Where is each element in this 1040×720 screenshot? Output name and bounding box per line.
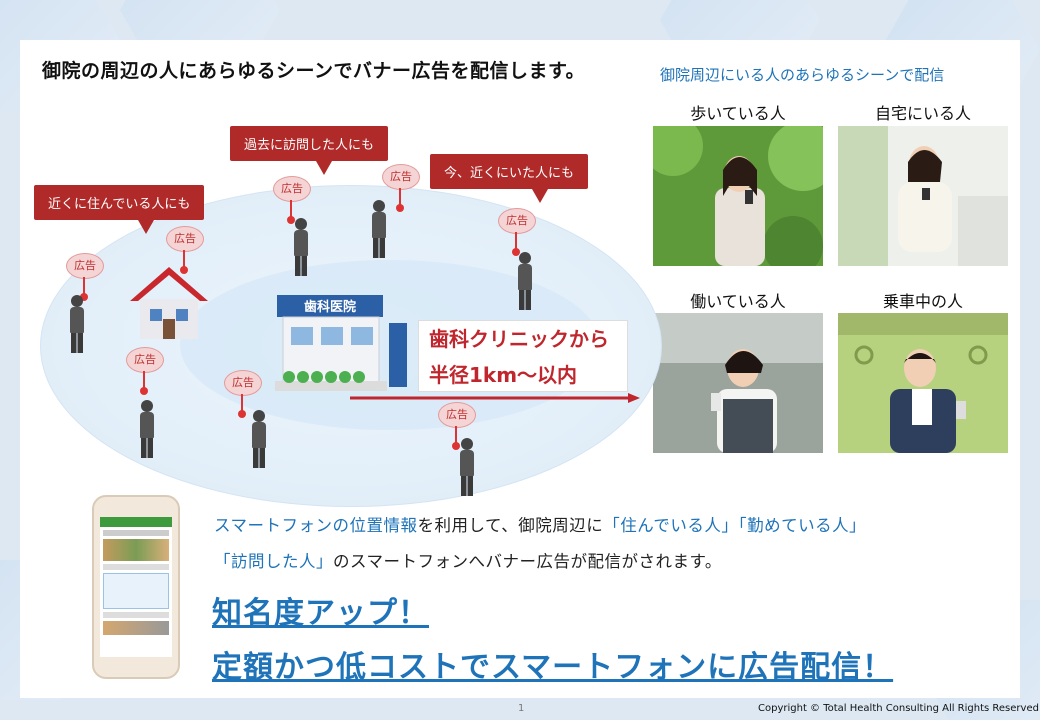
ad-pin: 広告 (273, 176, 313, 224)
smartphone-mockup (92, 495, 180, 679)
description-line-1: スマートフォンの位置情報を利用して、御院周辺に「住んでいる人」「勤めている人」 (214, 516, 867, 535)
person-silhouette (292, 218, 310, 276)
tagline-awareness: 知名度アップ！ (212, 596, 429, 631)
person-silhouette (68, 295, 86, 353)
person-silhouette (516, 252, 534, 310)
ad-pin: 広告 (498, 208, 538, 256)
clinic-building-icon: 歯科医院 (275, 295, 415, 399)
person-silhouette (250, 410, 268, 468)
clinic-sign: 歯科医院 (304, 299, 356, 315)
residents-workers-highlight: 「住んでいる人」「勤めている人」 (603, 516, 867, 535)
callout-nearby-now: 今、近くにいた人にも (430, 154, 589, 203)
visitors-highlight: 「訪問した人」 (214, 552, 333, 571)
headline: 御院の周辺の人にあらゆるシーンでバナー広告を配信します。 (42, 60, 586, 82)
photo-working (653, 313, 823, 453)
ad-pin: 広告 (166, 226, 206, 274)
scene-label-walking: 歩いている人 (690, 104, 786, 123)
scenes-title: 御院周辺にいる人のあらゆるシーンで配信 (660, 66, 945, 84)
ad-pin: 広告 (126, 347, 166, 395)
photo-home (838, 126, 1008, 266)
ad-pin: 広告 (66, 253, 106, 301)
ad-pin: 広告 (224, 370, 264, 418)
radius-arrow (350, 388, 640, 403)
tagline-low-cost: 定額かつ低コストでスマートフォンに広告配信！ (212, 650, 894, 685)
photo-riding (838, 313, 1008, 453)
house-icon (128, 265, 210, 345)
scene-label-working: 働いている人 (690, 292, 786, 311)
person-silhouette (138, 400, 156, 458)
ad-pin: 広告 (382, 164, 422, 212)
scene-label-riding: 乗車中の人 (882, 292, 963, 311)
page-number: 1 (518, 703, 525, 714)
callout-past-visitors: 過去に訪問した人にも (230, 126, 389, 175)
radius-label: 歯科クリニックから 半径1km～以内 (418, 320, 628, 392)
person-silhouette (458, 438, 476, 496)
description-line-2: 「訪問した人」のスマートフォンへバナー広告が配信がされます。 (214, 552, 722, 571)
radius-line1: 歯科クリニックから (429, 327, 609, 351)
scene-label-home: 自宅にいる人 (874, 104, 971, 123)
photo-walking (653, 126, 823, 266)
location-info-highlight: スマートフォンの位置情報 (214, 516, 418, 535)
banner-ad-screenshot (100, 517, 172, 657)
ad-pin: 広告 (438, 402, 478, 450)
copyright: Copyright © Total Health Consulting All … (758, 703, 1040, 714)
radius-line2: 半径1km～以内 (429, 363, 578, 387)
callout-residents: 近くに住んでいる人にも (34, 185, 205, 234)
slide: 御院の周辺の人にあらゆるシーンでバナー広告を配信します。 御院周辺にいる人のあら… (20, 40, 1020, 698)
person-silhouette (370, 200, 388, 258)
